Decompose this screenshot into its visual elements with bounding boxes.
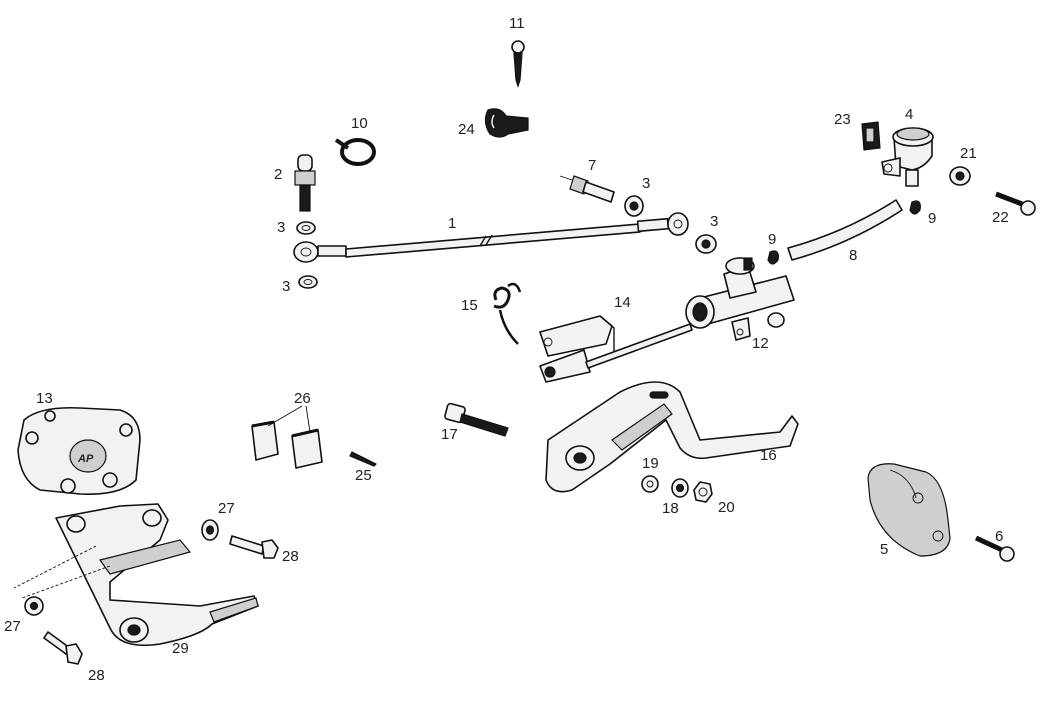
part-labels: 11 24 10 2 3 3 1 7 3 3 23 4 21 22 9 9 8 … — [4, 15, 1009, 684]
hose-clip-part-9-left — [767, 250, 779, 265]
label-part-14: 14 — [614, 294, 631, 311]
spring-part-15 — [493, 282, 522, 345]
washer-part-3-upper-left — [296, 221, 316, 235]
reservoir-part-4 — [881, 127, 934, 187]
label-part-3-mid: 3 — [642, 175, 650, 192]
clamp-part-24 — [484, 108, 529, 138]
label-part-22: 22 — [992, 209, 1009, 226]
leader-lines — [13, 545, 111, 599]
label-part-3-lower-left: 3 — [282, 278, 290, 295]
label-part-17: 17 — [441, 426, 458, 443]
label-part-3-right: 3 — [710, 213, 718, 230]
hose-clip-part-9-right — [909, 200, 921, 215]
washer-part-18 — [671, 478, 689, 498]
label-part-12: 12 — [752, 335, 769, 352]
label-part-3-upper-left: 3 — [277, 219, 285, 236]
brake-pads-part-26 — [251, 405, 323, 469]
bolt-part-28-right — [229, 535, 279, 559]
brake-hose-part-1 — [293, 212, 689, 263]
label-part-6: 6 — [995, 528, 1003, 545]
label-part-26: 26 — [294, 390, 311, 407]
pin-part-25 — [349, 451, 378, 467]
label-part-1: 1 — [448, 215, 456, 232]
label-part-2: 2 — [274, 166, 282, 183]
screw-part-22 — [995, 191, 1036, 216]
hose-clip-part-10 — [334, 138, 376, 166]
washer-part-3-right — [695, 234, 717, 254]
bracket-part-23 — [861, 121, 881, 151]
master-cylinder-part-12 — [685, 257, 795, 341]
label-part-15: 15 — [461, 297, 478, 314]
screw-part-11 — [511, 40, 525, 88]
washer-part-19 — [641, 475, 659, 493]
label-part-9-right: 9 — [928, 210, 936, 227]
label-part-18: 18 — [662, 500, 679, 517]
label-part-13: 13 — [36, 390, 53, 407]
bolt-part-28-left — [43, 631, 83, 665]
washer-part-3-mid — [624, 195, 644, 217]
push-rod-part-14 — [539, 315, 693, 383]
cover-part-5 — [867, 463, 951, 557]
brake-pedal-part-16 — [545, 381, 799, 493]
washer-part-27-right — [201, 519, 219, 541]
label-part-21: 21 — [960, 145, 977, 162]
label-part-9-left: 9 — [768, 231, 776, 248]
label-part-19: 19 — [642, 455, 659, 472]
caliper-bracket-part-29 — [55, 503, 259, 647]
label-part-29: 29 — [172, 640, 189, 657]
label-part-7: 7 — [588, 157, 596, 174]
label-part-23: 23 — [834, 111, 851, 128]
washer-part-21 — [949, 166, 971, 186]
label-part-20: 20 — [718, 499, 735, 516]
label-part-4: 4 — [905, 106, 913, 123]
washer-part-27-left — [24, 596, 44, 616]
label-part-27-right: 27 — [218, 500, 235, 517]
nut-part-20 — [693, 481, 713, 503]
bleed-screw-part-2 — [294, 154, 316, 212]
label-part-28-left: 28 — [88, 667, 105, 684]
label-part-24: 24 — [458, 121, 475, 138]
hose-part-8 — [787, 199, 903, 261]
svg-text:AP: AP — [77, 453, 94, 465]
label-part-16: 16 — [760, 447, 777, 464]
screw-part-6 — [974, 535, 1015, 562]
label-part-28-right: 28 — [282, 548, 299, 565]
washer-part-3-lower-left — [298, 275, 318, 289]
label-part-27-left: 27 — [4, 618, 21, 635]
label-part-25: 25 — [355, 467, 372, 484]
label-part-10: 10 — [351, 115, 368, 132]
caliper-part-13: AP — [17, 406, 141, 496]
banjo-bolt-part-7 — [559, 175, 615, 203]
label-part-8: 8 — [849, 247, 857, 264]
label-part-11: 11 — [509, 15, 525, 32]
label-part-5: 5 — [880, 541, 888, 558]
bolt-part-17 — [444, 402, 509, 437]
